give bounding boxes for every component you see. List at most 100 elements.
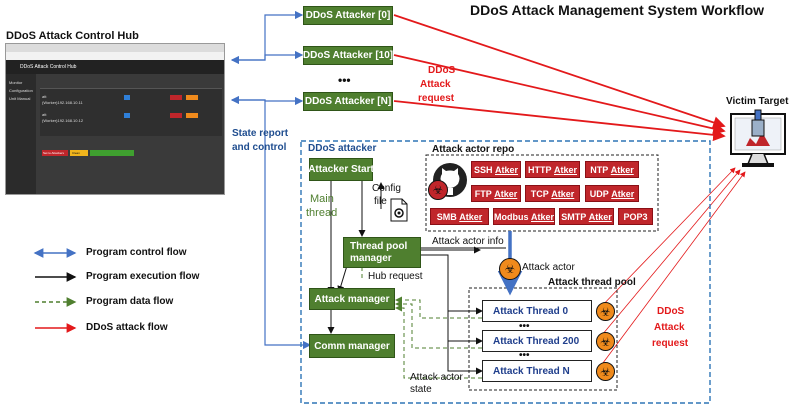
hub-request-label: Hub request [368,271,423,282]
state-report-line-2: and control [232,142,287,153]
repo-item-name: SMB [436,211,457,222]
legend-execution-flow: Program execution flow [86,271,200,282]
repo-item-smb: SMB Atker [430,208,489,225]
main-thread-label-1: Main [310,193,334,205]
repo-item-suffix: Atker [459,211,483,222]
repo-item-ftp: FTP Atker [471,185,521,202]
row-0-name: att [42,94,47,99]
control-hub-screenshot: DDoS Attack Control Hub Monitor Configur… [5,43,225,195]
browser-address-bar [6,52,224,60]
repo-item-name: POP3 [623,211,648,222]
ddos-request-top-3: request [418,93,455,104]
set-to-attackers-label: Set to Attackers [43,151,65,155]
attacker-0-box: DDoS Attacker [0] [303,6,393,25]
thread-200-box: Attack Thread 200 [482,330,592,352]
ddos-request-right-1: DDoS [657,306,685,317]
pool-dots-1: ••• [519,321,530,332]
attacker-start-box: Attacker Start [308,158,374,181]
legend-data-flow: Program data flow [86,296,174,307]
clean-label: Clean [72,151,80,155]
repo-item-suffix: Atker [611,188,635,199]
hub-title: DDoS Attack Control Hub [6,30,139,42]
control-flow-lines [230,10,312,350]
set-to-attackers-button[interactable]: Set to Attackers [42,150,68,156]
repo-item-name: UDP [589,188,609,199]
thread-n-biohazard-icon: ☣ [596,362,615,381]
repo-border [425,154,659,232]
row-1-name: att [42,112,47,117]
repo-item-suffix: Atker [494,188,518,199]
side-item-1: Configuration [9,88,33,93]
attack-actor-state-2: state [410,384,432,395]
legend-lines [33,248,77,333]
ddos-request-top-2: Attack [420,79,451,90]
side-item-2: Unit Manual [9,96,31,101]
state-report-line-1: State report [232,128,289,139]
data-flow-lines [358,261,482,379]
thread-0-box: Attack Thread 0 [482,300,592,322]
thread-attack-lines [596,167,746,372]
repo-item-suffix: Atker [551,188,575,199]
repo-item-name: Modbus [493,211,529,222]
repo-item-modbus: Modbus Atker [493,208,555,225]
repo-item-pop3: POP3 [618,208,653,225]
comm-manager-box: Comm manager [309,334,395,358]
repo-item-suffix: Atker [588,211,612,222]
repo-item-smtp: SMTP Atker [559,208,614,225]
clean-button[interactable]: Clean [70,150,88,156]
app-title: DDoS Attack Control Hub [20,64,77,70]
ddos-request-right-2: Attack [654,322,685,333]
actor-info-label: Attack actor info [432,236,504,247]
victim-label: Victim Target [726,96,789,107]
thread-200-biohazard-icon: ☣ [596,332,615,351]
config-file-label-2: file [374,196,387,207]
repo-item-tcp: TCP Atker [525,185,580,202]
attacker-group-border [300,140,711,404]
repo-item-name: TCP [530,188,549,199]
thread-n-box: Attack Thread N [482,360,592,382]
attacker-group-title: DDoS attacker [308,143,377,154]
attack-actor-state-1: Attack actor [410,372,463,383]
app-sidebar: Monitor Configuration Unit Manual [6,74,36,194]
attacker-10-box: DDoS Attacker [10] [303,46,393,65]
app-header-bar: DDoS Attack Control Hub [6,60,224,74]
repo-item-name: HTTP [527,164,552,175]
legend-control-flow: Program control flow [86,247,187,258]
repo-item-name: SSH [473,164,493,175]
thread-pool-manager-line-1: Thread pool [350,240,408,252]
attackers-ellipsis: ••• [338,73,351,87]
pool-title: Attack thread pool [548,277,636,288]
green-action-button[interactable] [90,150,134,156]
ddos-request-right-3: request [652,338,689,349]
repo-item-name: SMTP [561,211,587,222]
row-0-ip: (Worker)192.168.10.11 [42,100,83,105]
config-file-label-1: Config [372,183,401,194]
attacker-n-box: DDoS Attacker [N] [303,92,393,111]
pool-dots-2: ••• [519,350,530,361]
attack-flow-lines [393,14,726,142]
repo-item-suffix: Atker [554,164,578,175]
thread-pool-manager-line-2: manager [350,252,392,264]
repo-item-name: NTP [590,164,609,175]
repo-item-suffix: Atker [531,211,555,222]
browser-tab-bar [6,44,224,52]
repo-biohazard-icon: ☣ [428,180,448,200]
legend-attack-flow: DDoS attack flow [86,322,168,333]
attack-manager-box: Attack manager [309,288,395,310]
repo-item-suffix: Atker [495,164,519,175]
repo-item-suffix: Atker [610,164,634,175]
config-file-icon [390,198,408,222]
actor-label: Attack actor [522,262,575,273]
repo-title: Attack actor repo [432,144,515,155]
victim-monitor-icon [730,109,786,167]
repo-item-ssh: SSH Atker [471,161,521,178]
repo-item-http: HTTP Atker [525,161,580,178]
ddos-request-top-1: DDoS [428,65,456,76]
thread-pool-manager-box: Thread pool manager [343,237,421,268]
thread-0-biohazard-icon: ☣ [596,302,615,321]
attacker-table: att (Worker)192.168.10.11 att (Worker)19… [40,78,222,136]
side-item-0: Monitor [9,80,23,85]
repo-item-name: FTP [474,188,492,199]
row-1-ip: (Worker)192.168.10.12 [42,118,84,123]
diagram-title: DDoS Attack Management System Workflow [470,2,765,18]
